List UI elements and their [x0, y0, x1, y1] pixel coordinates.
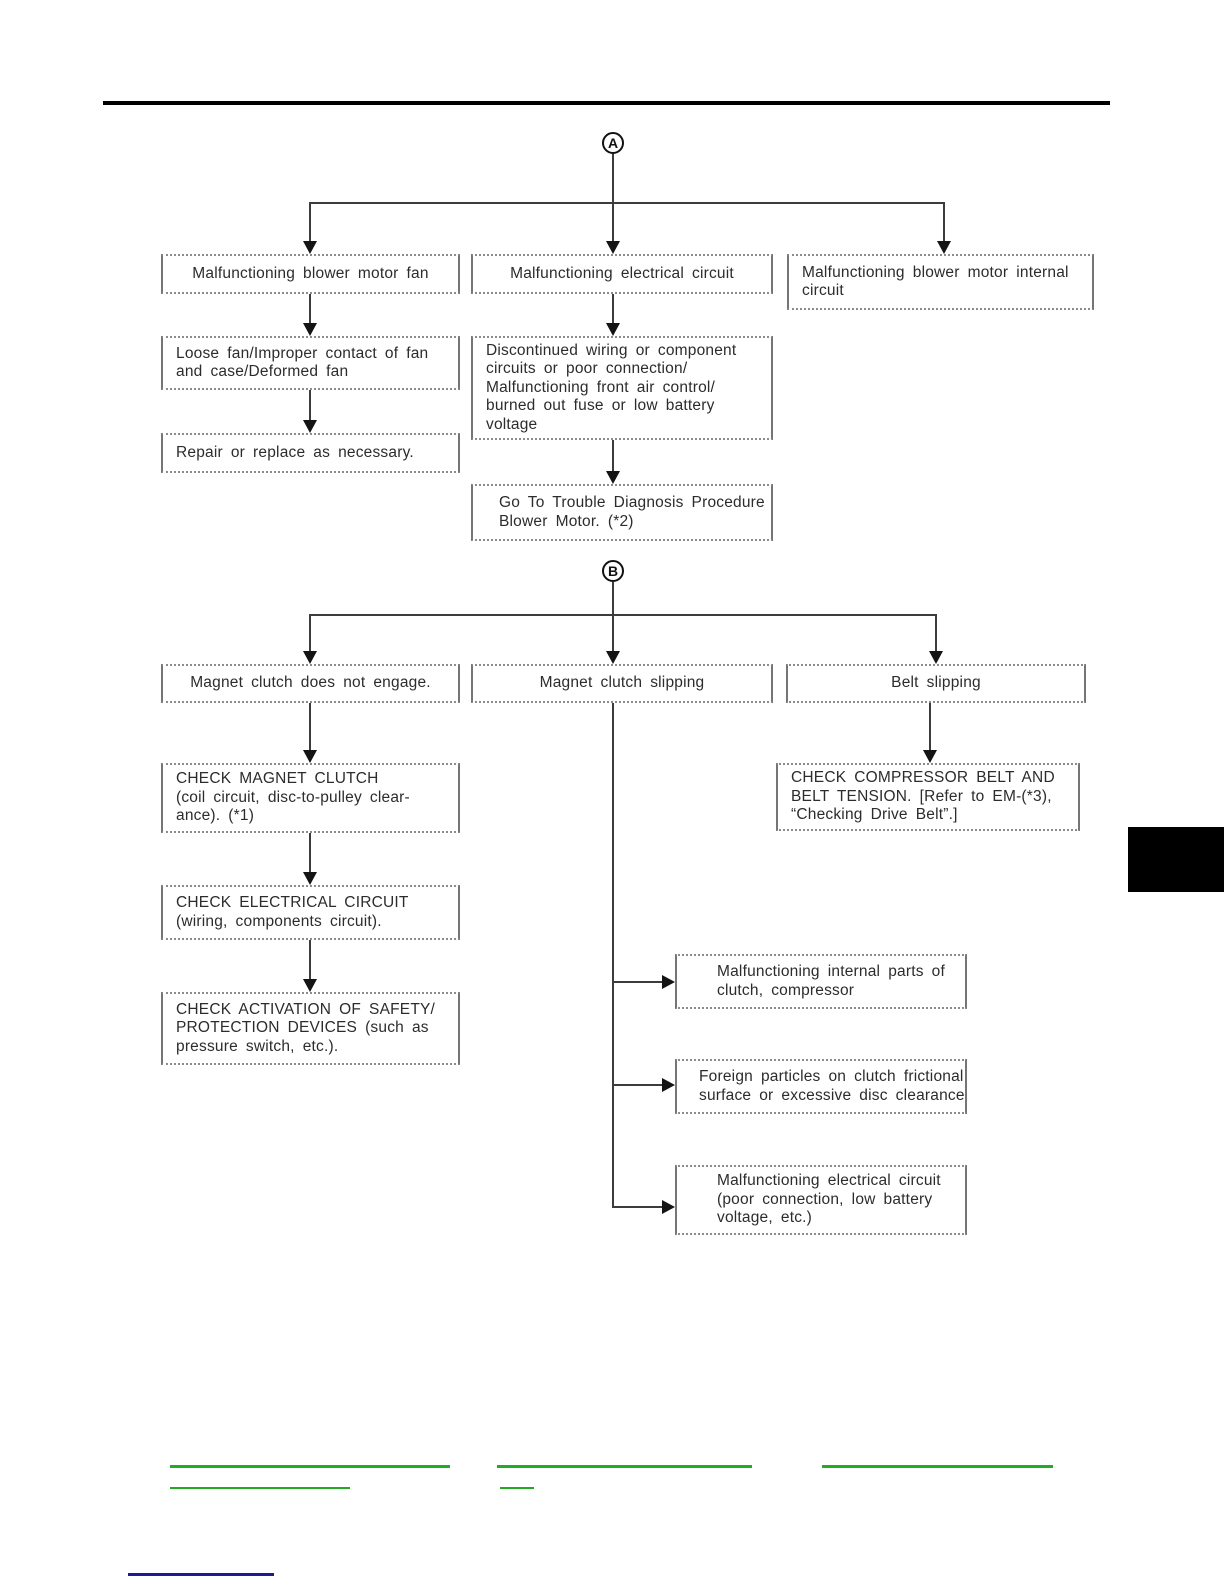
node-malfunctioning-blower-internal-circuit: Malfunctioning blower motor internal cir… [787, 254, 1094, 310]
connector-slipping-trunk [612, 703, 614, 1208]
section-marker-b-label: B [607, 563, 619, 579]
link-underline-footer[interactable] [128, 1573, 274, 1576]
node-internal-parts: Malfunctioning internal parts of clutch,… [675, 954, 967, 1009]
connector-belt-down [929, 703, 931, 750]
node-discontinued-wiring: Discontinued wiring or component circuit… [471, 336, 773, 440]
node-malfunctioning-blower-fan: Malfunctioning blower motor fan [161, 254, 460, 294]
arrow-right-icon [662, 1200, 675, 1214]
section-marker-a: A [602, 132, 624, 154]
arrow-down-icon [303, 979, 317, 992]
arrow-down-icon [606, 241, 620, 254]
arrow-down-icon [606, 323, 620, 336]
arrow-down-icon [303, 323, 317, 336]
node-clutch-slipping: Magnet clutch slipping [471, 664, 773, 703]
node-electrical-circuit-poor: Malfunctioning electrical circuit (poor … [675, 1165, 967, 1235]
connector-magnet-down [309, 833, 311, 872]
node-loose-fan: Loose fan/Improper contact of fan and ca… [161, 336, 460, 390]
page-top-rule [103, 101, 1110, 105]
node-go-to-trouble-diagnosis: Go To Trouble Diagnosis Procedure Blower… [471, 484, 773, 541]
connector-loosefan-down [309, 390, 311, 421]
connector-clutch-down [309, 703, 311, 750]
node-belt-slipping: Belt slipping [786, 664, 1086, 703]
link-underline-footnote-3[interactable] [822, 1465, 1053, 1468]
connector-elec-down [612, 294, 614, 324]
arrow-down-icon [606, 651, 620, 664]
section-marker-a-label: A [607, 135, 619, 151]
connector-b-stem [612, 582, 614, 614]
connector-branch-foreign-particles [613, 1084, 662, 1086]
link-underline-footnote-2[interactable] [497, 1465, 752, 1468]
arrow-down-icon [303, 420, 317, 433]
node-foreign-particles: Foreign particles on clutch frictional s… [675, 1059, 967, 1114]
connector-a-drop-left [309, 202, 311, 242]
arrow-down-icon [923, 750, 937, 763]
node-check-electrical-circuit: CHECK ELECTRICAL CIRCUIT (wiring, compon… [161, 885, 460, 940]
connector-a-branch [310, 202, 944, 204]
connector-wiring-down [612, 440, 614, 471]
node-malfunctioning-electrical-circuit: Malfunctioning electrical circuit [471, 254, 773, 294]
link-underline-footnote-4[interactable] [170, 1487, 350, 1489]
link-underline-footnote-1[interactable] [170, 1465, 450, 1468]
connector-fan-down [309, 294, 311, 324]
arrow-down-icon [929, 651, 943, 664]
node-check-compressor-belt: CHECK COMPRESSOR BELT AND BELT TENSION. … [776, 763, 1080, 831]
arrow-down-icon [303, 651, 317, 664]
arrow-down-icon [606, 471, 620, 484]
connector-a-stem [612, 154, 614, 202]
section-marker-b: B [602, 560, 624, 582]
arrow-down-icon [303, 872, 317, 885]
arrow-right-icon [662, 975, 675, 989]
arrow-down-icon [937, 241, 951, 254]
node-repair-replace: Repair or replace as necessary. [161, 433, 460, 473]
connector-b-branch [310, 614, 936, 616]
node-check-magnet-clutch: CHECK MAGNET CLUTCH (coil circuit, disc-… [161, 763, 460, 833]
connector-branch-internal-parts [613, 981, 662, 983]
connector-a-drop-center [612, 202, 614, 242]
node-clutch-not-engage: Magnet clutch does not engage. [161, 664, 460, 703]
connector-b-drop-right [935, 614, 937, 651]
section-thumb-tab [1128, 827, 1224, 892]
connector-a-drop-right [943, 202, 945, 242]
connector-b-drop-left [309, 614, 311, 651]
connector-branch-electrical-poor [613, 1206, 662, 1208]
connector-b-drop-center [612, 614, 614, 651]
connector-elec2-down [309, 940, 311, 979]
arrow-down-icon [303, 241, 317, 254]
arrow-right-icon [662, 1078, 675, 1092]
node-check-safety-devices: CHECK ACTIVATION OF SAFETY/ PROTECTION D… [161, 992, 460, 1065]
link-underline-footnote-5[interactable] [500, 1487, 534, 1489]
arrow-down-icon [303, 750, 317, 763]
